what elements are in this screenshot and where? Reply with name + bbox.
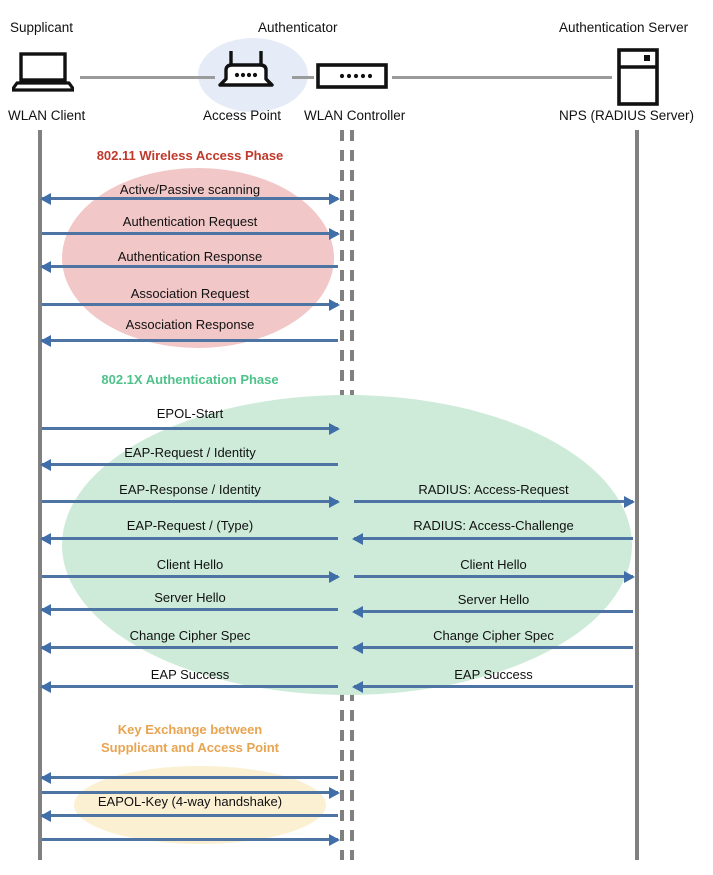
- phase-heading-key-exchange-line1: Key Exchange between: [117, 722, 263, 737]
- role-title-supplicant: Supplicant: [10, 20, 74, 35]
- arrowhead-right-icon: [329, 423, 340, 435]
- message-label: RADIUS: Access-Request: [418, 482, 569, 497]
- message-label: Client Hello: [156, 557, 224, 572]
- message-arrow: [42, 232, 338, 235]
- node-label-wlan-controller: WLAN Controller: [304, 108, 406, 123]
- connector-client-ap: [80, 76, 215, 79]
- message-label: EAP-Request / (Type): [126, 518, 254, 533]
- node-label-nps-radius-server: NPS (RADIUS Server): [559, 108, 695, 123]
- arrowhead-right-icon: [329, 787, 340, 799]
- message-arrow: [42, 463, 338, 466]
- message-label: Association Response: [125, 317, 255, 332]
- arrowhead-right-icon: [624, 571, 635, 583]
- message-label: Authentication Request: [122, 214, 258, 229]
- message-label: EPOL-Start: [156, 406, 224, 421]
- message-arrow: [354, 646, 633, 649]
- message-arrow: [42, 646, 338, 649]
- message-label: Active/Passive scanning: [119, 182, 261, 197]
- message-label: Change Cipher Spec: [129, 628, 251, 643]
- message-arrow: [354, 500, 633, 503]
- arrowhead-left-icon: [352, 681, 363, 693]
- arrowhead-left-icon: [352, 533, 363, 545]
- arrowhead-right-icon: [329, 834, 340, 846]
- arrowhead-left-icon: [40, 681, 51, 693]
- message-arrow: [42, 197, 338, 200]
- message-arrow: [354, 610, 633, 613]
- message-label: EAP Success: [150, 667, 230, 682]
- laptop-icon: [10, 52, 76, 97]
- message-label: EAP-Request / Identity: [124, 445, 256, 460]
- role-title-authenticator: Authenticator: [258, 20, 338, 35]
- message-arrow: [354, 537, 633, 540]
- message-label: Server Hello: [457, 592, 530, 607]
- arrowhead-left-icon: [40, 604, 51, 616]
- arrowhead-left-icon: [40, 642, 51, 654]
- phase-heading-dot1x: 802.1X Authentication Phase: [101, 372, 279, 387]
- arrowhead-right-icon: [624, 496, 635, 508]
- message-arrow: [354, 685, 633, 688]
- access-point-icon: [216, 48, 276, 99]
- arrowhead-left-icon: [40, 193, 51, 205]
- message-label: EAP-Response / Identity: [119, 482, 261, 497]
- connector-controller-server: [392, 76, 612, 79]
- phase-heading-wireless-access: 802.11 Wireless Access Phase: [96, 148, 284, 163]
- wlan-controller-icon: [316, 62, 388, 95]
- arrowhead-left-icon: [40, 810, 51, 822]
- connector-ap-controller: [292, 76, 314, 79]
- message-label: Client Hello: [460, 557, 527, 572]
- server-icon: [616, 48, 660, 111]
- message-label: Association Request: [130, 286, 250, 301]
- message-arrow: [42, 339, 338, 342]
- message-arrow: [42, 303, 338, 306]
- message-arrow: [42, 500, 338, 503]
- message-label: Server Hello: [154, 590, 226, 605]
- message-arrow: [42, 575, 338, 578]
- message-label: Authentication Response: [117, 249, 263, 264]
- message-arrow: [42, 814, 338, 817]
- lifeline-supplicant: [38, 130, 42, 860]
- arrowhead-left-icon: [352, 606, 363, 618]
- arrowhead-right-icon: [329, 496, 340, 508]
- node-label-access-point: Access Point: [203, 108, 282, 123]
- message-arrow: [42, 791, 338, 794]
- arrowhead-left-icon: [40, 261, 51, 273]
- node-label-wlan-client: WLAN Client: [8, 108, 86, 123]
- message-arrow: [42, 608, 338, 611]
- phase-ellipse-dot1x: [62, 395, 632, 695]
- phase-ellipse-key-exchange: [74, 766, 326, 844]
- arrowhead-right-icon: [329, 193, 340, 205]
- message-label: EAPOL-Key (4-way handshake): [97, 794, 283, 809]
- message-arrow: [42, 265, 338, 268]
- message-arrow: [42, 685, 338, 688]
- message-arrow: [42, 838, 338, 841]
- message-label: RADIUS: Access-Challenge: [413, 518, 574, 533]
- phase-heading-key-exchange-line2: Supplicant and Access Point: [101, 740, 279, 755]
- arrowhead-left-icon: [40, 335, 51, 347]
- message-label: EAP Success: [454, 667, 533, 682]
- arrowhead-left-icon: [40, 459, 51, 471]
- arrowhead-right-icon: [329, 228, 340, 240]
- arrowhead-right-icon: [329, 299, 340, 311]
- arrowhead-left-icon: [40, 772, 51, 784]
- lifeline-authentication-server: [635, 130, 639, 860]
- message-arrow: [42, 537, 338, 540]
- message-arrow: [42, 427, 338, 430]
- message-arrow: [42, 776, 338, 779]
- message-arrow: [354, 575, 633, 578]
- arrowhead-left-icon: [40, 533, 51, 545]
- message-label: Change Cipher Spec: [433, 628, 554, 643]
- arrowhead-left-icon: [352, 642, 363, 654]
- role-title-authentication-server: Authentication Server: [559, 20, 689, 35]
- arrowhead-right-icon: [329, 571, 340, 583]
